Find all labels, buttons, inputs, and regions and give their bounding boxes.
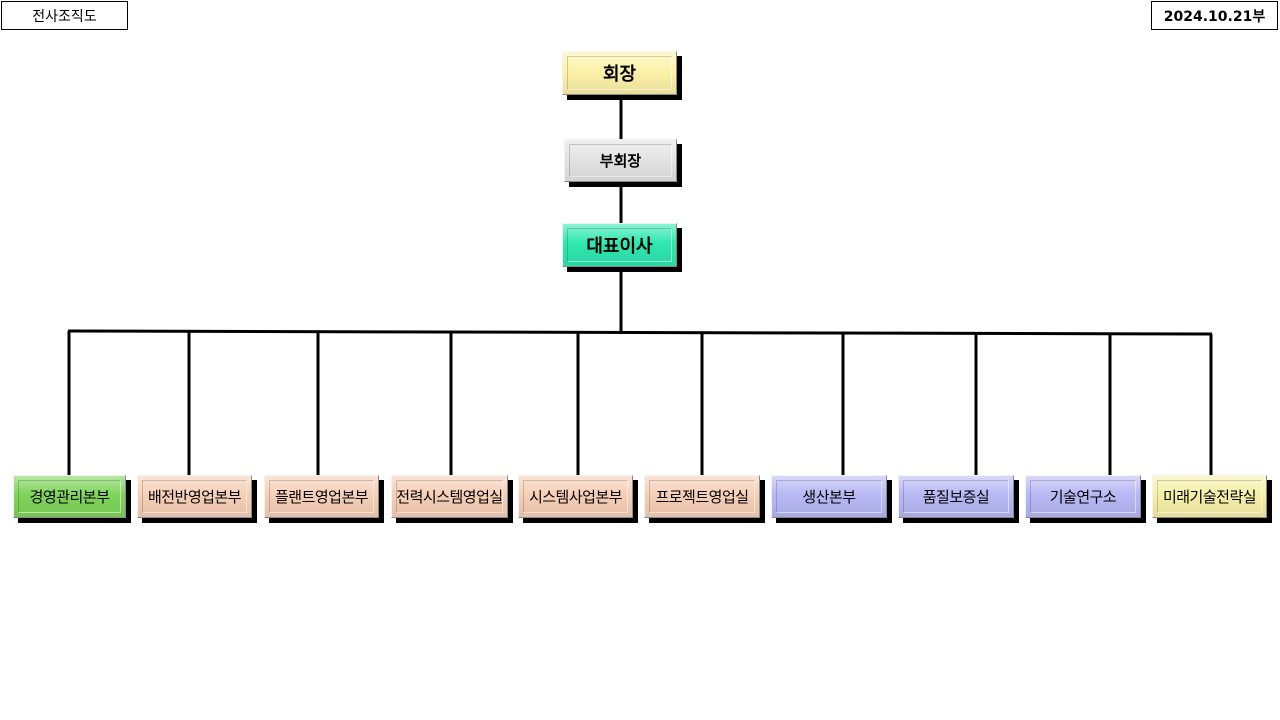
connector-horizontal-bus xyxy=(67,329,1213,336)
dept-label: 프로젝트영업실 xyxy=(655,488,749,506)
dept-box: 시스템사업본부 xyxy=(518,475,633,518)
chairman-box: 회장 xyxy=(562,51,677,95)
box-face xyxy=(1157,480,1262,513)
dept-box: 플랜트영업본부 xyxy=(264,475,379,518)
dept-label: 생산본부 xyxy=(802,488,856,506)
dept-label: 배전반영업본부 xyxy=(147,488,242,506)
box-face xyxy=(903,480,1009,513)
box-face xyxy=(776,480,882,513)
box-face xyxy=(567,56,672,90)
box-face xyxy=(569,144,672,177)
ceo-label: 대표이사 xyxy=(586,236,653,257)
box-face xyxy=(1030,480,1136,513)
box-face xyxy=(142,480,247,513)
dept-box: 배전반영업본부 xyxy=(137,475,252,518)
dept-label: 전력시스템영업실 xyxy=(396,488,503,506)
dept-label: 시스템사업본부 xyxy=(528,488,623,506)
box-face xyxy=(649,480,755,513)
dept-box: 품질보증실 xyxy=(898,475,1014,518)
vice-chairman-box: 부회장 xyxy=(564,139,677,182)
box-face xyxy=(567,228,672,262)
dept-box: 생산본부 xyxy=(771,475,887,518)
effective-date: 2024.10.21부 xyxy=(1151,1,1278,30)
dept-box: 프로젝트영업실 xyxy=(644,475,760,518)
dept-box: 기술연구소 xyxy=(1025,475,1141,518)
box-face xyxy=(523,480,628,513)
dept-label: 기술연구소 xyxy=(1049,488,1117,506)
dept-box: 전력시스템영업실 xyxy=(391,475,508,518)
box-face xyxy=(18,480,121,513)
dept-label: 플랜트영업본부 xyxy=(274,488,369,506)
dept-box: 미래기술전략실 xyxy=(1152,475,1267,518)
box-face xyxy=(396,480,503,513)
chart-title: 전사조직도 xyxy=(1,1,128,30)
dept-box: 경영관리본부 xyxy=(13,475,126,518)
vice-chairman-label: 부회장 xyxy=(599,152,642,170)
chairman-label: 회장 xyxy=(602,64,637,85)
dept-label: 미래기술전략실 xyxy=(1162,488,1257,506)
dept-label: 경영관리본부 xyxy=(29,488,110,506)
box-face xyxy=(269,480,374,513)
ceo-box: 대표이사 xyxy=(562,223,677,267)
dept-label: 품질보증실 xyxy=(922,488,990,506)
